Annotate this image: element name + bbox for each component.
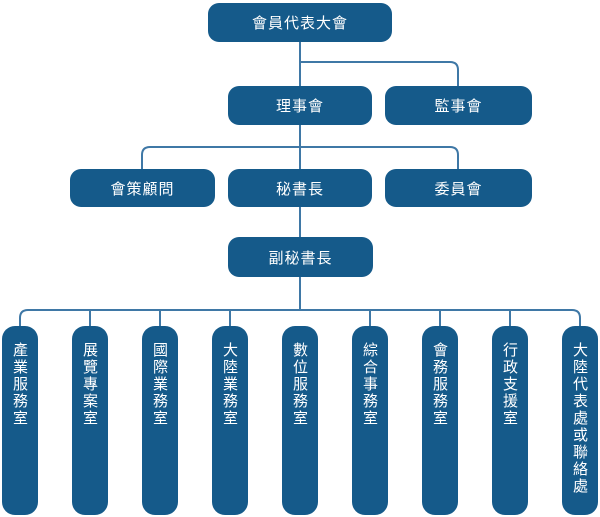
deputy-secretary-general-box: 副秘書長 — [228, 237, 373, 277]
office-box: 展覽專案室 — [72, 326, 108, 515]
connector-second-tier — [141, 146, 459, 169]
committee-box: 委員會 — [385, 169, 532, 207]
connector-supervisors — [300, 61, 459, 86]
supervisors-box: 監事會 — [385, 86, 532, 125]
office-box: 數位服務室 — [282, 326, 318, 515]
office-box: 產業服務室 — [2, 326, 38, 515]
office-box: 國際業務室 — [142, 326, 178, 515]
office-box: 大陸業務室 — [212, 326, 248, 515]
office-label: 產業服務室 — [11, 342, 29, 427]
office-label: 展覽專案室 — [81, 342, 99, 427]
office-box: 會務服務室 — [422, 326, 458, 515]
connector-offices-bar — [19, 309, 581, 326]
office-box: 行政支援室 — [492, 326, 528, 515]
office-label: 國際業務室 — [151, 342, 169, 427]
member-assembly-box: 會員代表大會 — [208, 3, 392, 42]
office-box: 大陸代表處或聯絡處 — [562, 326, 598, 515]
office-label: 行政支援室 — [501, 342, 519, 427]
office-label: 會務服務室 — [431, 342, 449, 427]
advisory-box: 會策顧問 — [70, 169, 215, 207]
office-label: 綜合事務室 — [361, 342, 379, 427]
board-box: 理事會 — [228, 86, 372, 125]
office-box: 綜合事務室 — [352, 326, 388, 515]
office-label: 大陸業務室 — [221, 342, 239, 427]
secretary-general-box: 秘書長 — [228, 169, 372, 207]
office-label: 大陸代表處或聯絡處 — [571, 342, 589, 495]
office-label: 數位服務室 — [291, 342, 309, 427]
